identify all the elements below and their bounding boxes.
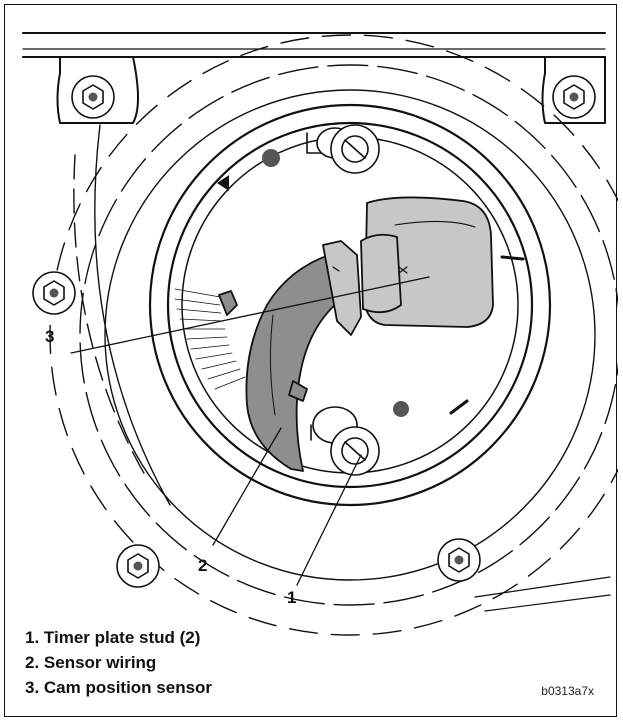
cover-edge-lines	[474, 576, 611, 612]
mounting-ear-left	[56, 56, 139, 124]
bolt-head	[71, 75, 115, 119]
leader-line-3	[70, 276, 430, 354]
bolt-head	[552, 75, 596, 119]
timing-mark	[500, 255, 525, 261]
callout-number-1: 1	[287, 588, 297, 607]
bolt-head	[116, 544, 160, 588]
figure-frame: 3 2 1 1. Timer plate stud (2) 2. Sensor …	[4, 4, 618, 717]
timing-arrow	[217, 175, 229, 191]
leader-line-1	[296, 454, 362, 586]
parts-legend: 1. Timer plate stud (2) 2. Sensor wiring…	[25, 625, 212, 700]
callout-number-3: 3	[45, 327, 55, 346]
locator-dot	[262, 149, 280, 167]
leader-line-2	[212, 427, 282, 546]
locator-dot	[393, 401, 409, 417]
mounting-ear-right	[541, 56, 606, 124]
sensor-wiring-shape	[218, 252, 344, 472]
figure-code: b0313a7x	[541, 684, 594, 698]
cam-position-sensor-shape	[322, 196, 494, 336]
legend-item-sensor-wiring: 2. Sensor wiring	[25, 653, 157, 672]
leader-lines	[70, 276, 430, 586]
top-rail	[22, 32, 606, 58]
legend-item-timer-plate-stud: 1. Timer plate stud (2)	[25, 628, 201, 647]
legend-item-cam-position-sensor: 3. Cam position sensor	[25, 678, 213, 697]
timer-plate-stud-lower	[310, 406, 380, 476]
callout-number-2: 2	[198, 556, 208, 575]
timer-plate-stud-upper	[306, 124, 380, 174]
bolt-head	[437, 538, 481, 582]
timing-mark	[449, 399, 469, 415]
cover-contours	[49, 34, 618, 636]
bolt-head	[32, 271, 76, 315]
rotor-hatching	[174, 288, 246, 390]
timer-cover-illustration	[22, 32, 618, 636]
